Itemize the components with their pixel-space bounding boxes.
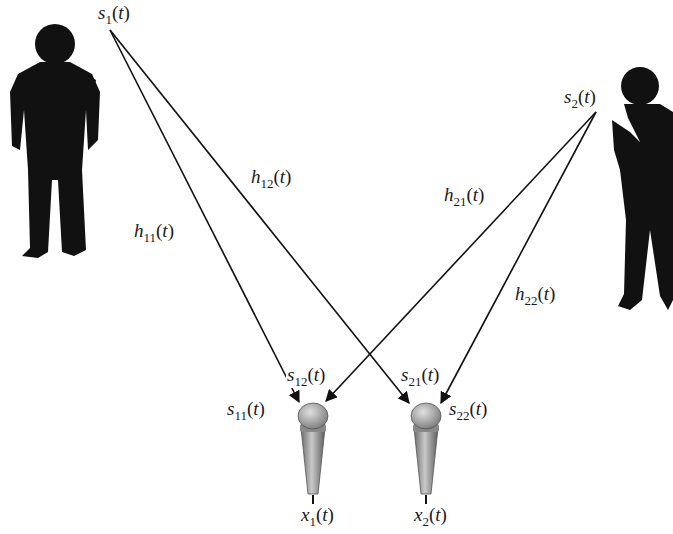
microphone-2 bbox=[411, 403, 441, 504]
mic-output: x1(t) bbox=[300, 504, 335, 528]
transfer-function: h22(t) bbox=[514, 283, 556, 307]
source-signal: s2(t) bbox=[563, 86, 597, 110]
mic-output: x2(t) bbox=[413, 504, 448, 528]
transfer-function: h12(t) bbox=[250, 166, 292, 190]
microphone-1 bbox=[298, 403, 328, 504]
propagation-arrows bbox=[110, 30, 596, 403]
transfer-function: h11(t) bbox=[133, 220, 175, 244]
received-component: s12(t) bbox=[286, 364, 326, 388]
received-component: s22(t) bbox=[448, 398, 488, 422]
received-component: s11(t) bbox=[226, 398, 266, 422]
transfer-function: h21(t) bbox=[443, 184, 485, 208]
speaker-silhouette-right bbox=[612, 67, 673, 310]
speaker-silhouette-left bbox=[10, 24, 100, 258]
received-component: s21(t) bbox=[400, 364, 440, 388]
source-signal: s1(t) bbox=[97, 2, 131, 26]
